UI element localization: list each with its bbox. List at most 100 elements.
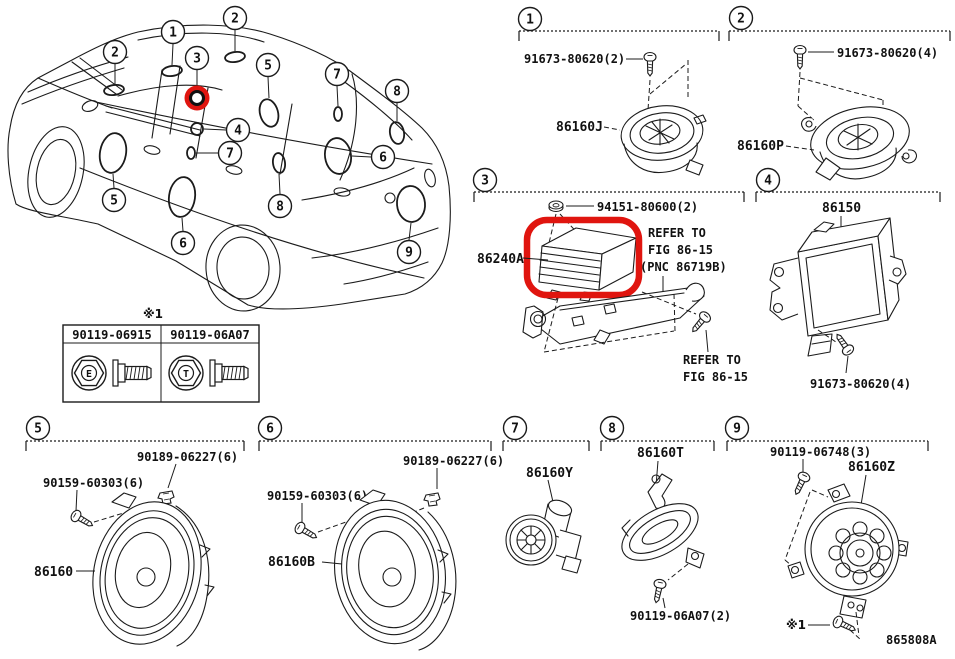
speaker-86160T-drawing[interactable] <box>613 473 708 572</box>
part-number-label[interactable]: 86160Y <box>526 466 573 481</box>
callout-label: 6 <box>179 237 187 252</box>
bolt-head-mark: E <box>86 369 92 380</box>
callout-marker[interactable]: 9 <box>396 239 422 265</box>
section-8: 8 86160T 90119-06A07(2) <box>599 415 731 623</box>
speaker-86160P-drawing[interactable] <box>801 98 917 181</box>
callout-label: 8 <box>276 200 284 215</box>
section-number: 2 <box>737 12 745 27</box>
screw-icon <box>68 508 97 532</box>
tweeter-86160Y-drawing[interactable] <box>505 497 582 574</box>
callout-marker[interactable]: 6 <box>370 144 396 170</box>
section-callout[interactable]: 8 <box>599 415 625 441</box>
callout-marker[interactable]: 6 <box>170 230 196 256</box>
screw-icon <box>793 44 807 70</box>
callout-marker[interactable]: 5 <box>101 187 127 213</box>
callout-marker[interactable]: 2 <box>102 39 128 65</box>
screw-icon <box>292 520 321 544</box>
nut-icon <box>548 200 564 213</box>
fastener-number-label[interactable]: 91673-80620(4) <box>837 46 938 60</box>
callout-label: 2 <box>231 12 239 27</box>
fastener-number-label[interactable]: 91673-80620(4) <box>810 377 911 391</box>
part-number-label[interactable]: 86150 <box>822 201 861 216</box>
legend-note: ※1 <box>143 307 163 321</box>
section-callout[interactable]: 4 <box>755 167 781 193</box>
fastener-number-label[interactable]: 90119-06A07(2) <box>630 609 731 623</box>
speaker-position-marks <box>98 50 426 223</box>
screw-icon <box>789 469 812 498</box>
callout-label: 9 <box>405 246 413 261</box>
speaker-86160Z-drawing[interactable] <box>787 483 909 619</box>
speaker-86160J-drawing[interactable] <box>618 101 707 176</box>
screw-icon <box>687 309 714 336</box>
section-number: 9 <box>733 422 741 437</box>
callout-label: 2 <box>111 46 119 61</box>
part-number-label[interactable]: 86160P <box>737 139 784 154</box>
fastener-number-label[interactable]: 90159-60303(6) <box>43 476 144 490</box>
car-overview-drawing <box>7 24 451 312</box>
section-number: 3 <box>481 174 489 189</box>
callout-marker[interactable]: 8 <box>267 193 293 219</box>
callout-label: 6 <box>379 151 387 166</box>
fastener-number-label[interactable]: 90189-06227(6) <box>403 454 504 468</box>
section-number: 4 <box>764 174 772 189</box>
callout-label: 5 <box>110 194 118 209</box>
section-6: 6 90189-06227(6) 90159-60303(6) 86160B <box>257 415 504 652</box>
part-number-label[interactable]: 86160T <box>637 446 684 461</box>
callout-marker[interactable]: 7 <box>324 61 350 87</box>
callout-label: 7 <box>226 147 234 162</box>
part-number-label[interactable]: 86160J <box>556 120 603 135</box>
callout-marker[interactable]: 3 <box>184 45 210 71</box>
legend-table: ※1 90119-06915 90119-06A07 E T <box>62 307 260 403</box>
refer-note: FIG 86-15 <box>648 243 713 257</box>
callout-marker[interactable]: 7 <box>217 140 243 166</box>
part-number-label[interactable]: 86240A <box>477 252 524 267</box>
section-9: 9 90119-06748(3) 86160Z ※1 865808A <box>724 415 937 647</box>
screw-icon <box>831 330 857 358</box>
part-number-label[interactable]: 86160Z <box>848 460 895 475</box>
callout-marker[interactable]: 4 <box>225 117 251 143</box>
screw-icon <box>643 51 657 77</box>
section-callout[interactable]: 6 <box>257 415 283 441</box>
section-4: 4 86150 91673-80620(4) <box>755 167 941 391</box>
highlight-box-86240A <box>523 216 643 299</box>
amplifier-86240A-drawing[interactable] <box>538 227 637 302</box>
section-callout[interactable]: 5 <box>25 415 51 441</box>
fastener-number-label[interactable]: 94151-80600(2) <box>597 200 698 214</box>
fastener-number-label[interactable]: 90159-60303(6) <box>267 489 368 503</box>
part-number-label[interactable]: 86160 <box>34 565 73 580</box>
refer-note: FIG 86-15 <box>683 370 748 384</box>
callout-label: 3 <box>193 52 201 67</box>
fastener-number-label[interactable]: 91673-80620(2) <box>524 52 625 66</box>
section-callout[interactable]: 3 <box>472 167 498 193</box>
refer-note: (PNC 86719B) <box>640 260 727 274</box>
callout-label: 7 <box>333 68 341 83</box>
section-number: 7 <box>511 422 519 437</box>
fastener-number-label[interactable]: 90119-06748(3) <box>770 445 871 459</box>
callout-marker[interactable]: 1 <box>160 19 186 45</box>
amplifier-86150-drawing[interactable] <box>769 217 907 357</box>
refer-note: REFER TO <box>683 353 741 367</box>
section-number: 6 <box>266 422 274 437</box>
callout-label: 4 <box>234 124 242 139</box>
section-2: 2 91673-80620(4) 86160P <box>728 5 951 181</box>
section-callout[interactable]: 7 <box>502 415 528 441</box>
section-callout[interactable]: 1 <box>517 6 543 32</box>
callout-label: 5 <box>264 59 272 74</box>
part-number-label[interactable]: 86160B <box>268 555 315 570</box>
section-number: 1 <box>526 13 534 28</box>
screw-icon <box>830 614 859 637</box>
section-1: 1 91673-80620(2) 86160J <box>517 6 720 176</box>
highlighted-position-3[interactable] <box>184 85 210 111</box>
speaker-86160B-drawing[interactable] <box>324 489 457 652</box>
speaker-86160-drawing[interactable] <box>79 491 215 655</box>
section-callout[interactable]: 9 <box>724 415 750 441</box>
section-number: 8 <box>608 422 616 437</box>
callout-marker[interactable]: 2 <box>222 5 248 31</box>
callout-marker[interactable]: 5 <box>255 52 281 78</box>
section-callout[interactable]: 2 <box>728 5 754 31</box>
fastener-number-label[interactable]: 90189-06227(6) <box>137 450 238 464</box>
callout-marker[interactable]: 8 <box>384 78 410 104</box>
callout-label: 1 <box>169 26 177 41</box>
